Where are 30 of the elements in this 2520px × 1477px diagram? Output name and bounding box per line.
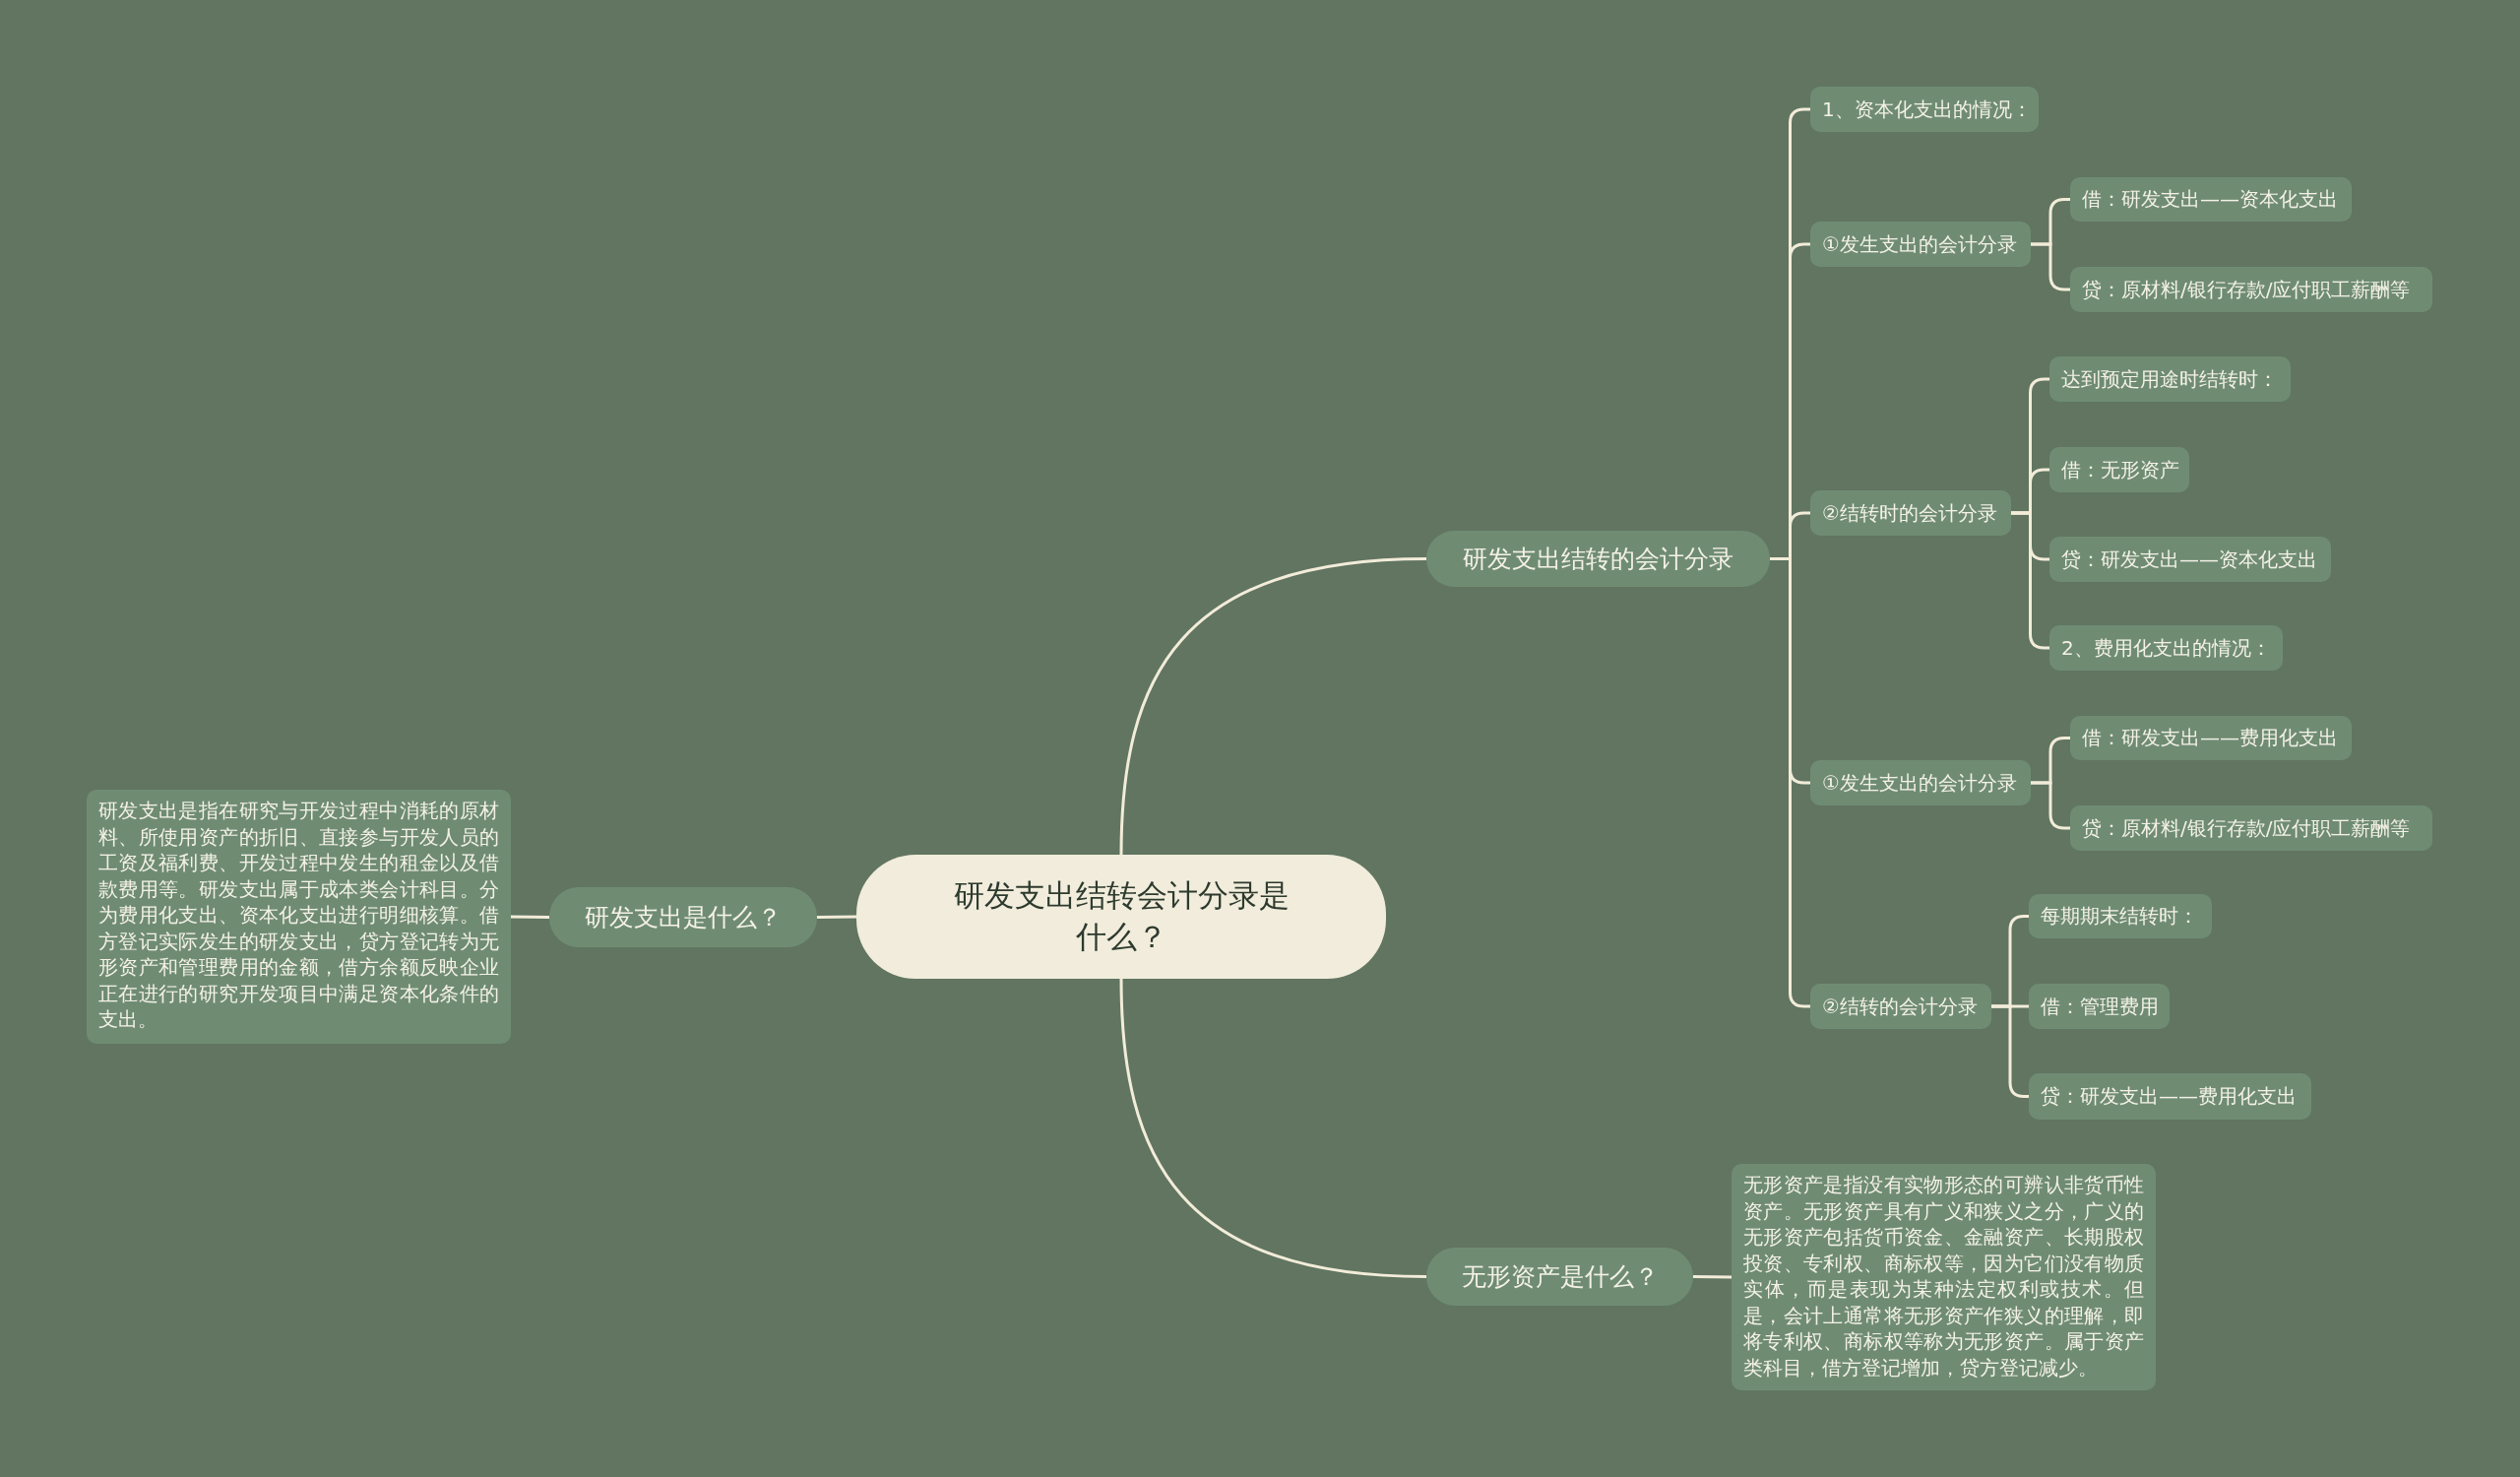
topic-box: ①发生支出的会计分录 xyxy=(1810,222,2031,267)
branch-topic: 无形资产是什么？ xyxy=(1426,1248,1693,1306)
central-topic: 研发支出结转会计分录是什么？ xyxy=(856,855,1386,979)
connector-line xyxy=(1692,1275,1732,1279)
topic-box: 2、费用化支出的情况： xyxy=(2049,625,2283,671)
topic-box: 贷：原材料/银行存款/应付职工薪酬等 xyxy=(2070,805,2432,851)
topic-box: 贷：研发支出——费用化支出 xyxy=(2029,1073,2311,1120)
topic-box: 贷：原材料/银行存款/应付职工薪酬等 xyxy=(2070,267,2432,312)
connector-line xyxy=(1119,978,1427,1278)
topic-box: 借：管理费用 xyxy=(2029,984,2170,1029)
connector-line xyxy=(816,915,857,919)
connector-line xyxy=(2031,781,2070,830)
connector-line xyxy=(1770,557,1810,1008)
topic-box: 借：无形资产 xyxy=(2049,447,2189,492)
connector-line xyxy=(1119,557,1427,856)
note-box: 研发支出是指在研究与开发过程中消耗的原材料、所使用资产的折旧、直接参与开发人员的工资及福利费、开发过程中发生的租金以及借款费用等。研发支出属于成本类会计科目。分为费用化支出、资本化支出进行明细核算。借方登记实际发生的研发支出，贷方登记转为无形资产和管理费用的金额，借方余额反映企业正在进行的研究开发项目中满足资本化条件的支出。 xyxy=(87,790,511,1044)
topic-box: 贷：研发支出——资本化支出 xyxy=(2049,537,2331,582)
topic-box: 借：研发支出——费用化支出 xyxy=(2070,716,2352,760)
branch-topic: 研发支出是什么？ xyxy=(549,887,817,947)
topic-box: ②结转的会计分录 xyxy=(1810,984,1991,1029)
topic-box: 1、资本化支出的情况： xyxy=(1810,87,2039,132)
connector-line xyxy=(510,915,550,919)
note-box: 无形资产是指没有实物形态的可辨认非货币性资产。无形资产具有广义和狭义之分，广义的无形资产包括货币资金、金融资产、长期股权投资、专利权、商标权等，因为它们没有物质实体，而是表现为某种法定权利或技术。但是，会计上通常将无形资产作狭义的理解，即将专利权、商标权等称为无形资产。属于资产类科目，借方登记增加，贷方登记减少。 xyxy=(1732,1164,2156,1390)
topic-box: ①发生支出的会计分录 xyxy=(1810,760,2031,805)
topic-box: ②结转时的会计分录 xyxy=(1810,490,2011,536)
branch-topic: 研发支出结转的会计分录 xyxy=(1426,531,1770,587)
topic-box: 借：研发支出——资本化支出 xyxy=(2070,177,2352,222)
topic-box: 达到预定用途时结转时： xyxy=(2049,356,2291,402)
topic-box: 每期期末结转时： xyxy=(2029,894,2212,938)
connector-line xyxy=(2031,242,2070,291)
